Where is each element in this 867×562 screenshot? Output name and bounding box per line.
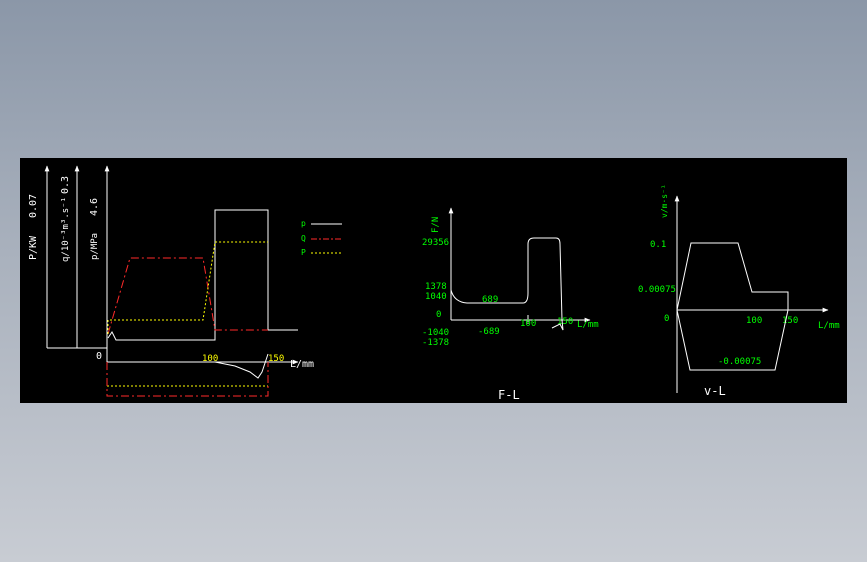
y-0.1: 0.1	[650, 240, 666, 250]
y-1378: 1378	[425, 282, 447, 292]
y-0: 0	[436, 310, 441, 320]
chart-pqp-vs-length: P/KW 0.07 q/10⁻³m³.s⁻¹ 0.3 p/MPa 4.6 0 1…	[28, 165, 342, 397]
y-neg1040: -1040	[422, 328, 449, 338]
caption: F-L	[498, 388, 520, 402]
cad-drawing-canvas: P/KW 0.07 q/10⁻³m³.s⁻¹ 0.3 p/MPa 4.6 0 1…	[20, 158, 847, 403]
x-tick-100: 100	[520, 319, 536, 329]
flow-value: 0.3	[60, 176, 71, 194]
power-axis-label: P/KW	[28, 235, 39, 260]
flow-axis-label: q/10⁻³m³.s⁻¹	[61, 197, 71, 262]
negative-velocity: -0.00075	[718, 357, 761, 367]
x-tick-150: 150	[268, 354, 284, 364]
y-1040: 1040	[425, 292, 447, 302]
x-tick-100: 100	[202, 354, 218, 364]
pressure-curve	[107, 209, 298, 341]
y-0.00075: 0.00075	[638, 285, 676, 295]
chart-force-vs-length: F/N 29356 1378 1040 0 -1040 -1378 689 -6…	[422, 207, 599, 402]
value-neg689: -689	[478, 327, 500, 337]
pressure-axis-label: p/MPa	[90, 233, 100, 260]
caption: v-L	[704, 384, 726, 398]
pressure-value: 4.6	[89, 198, 100, 216]
origin-label: 0	[96, 351, 102, 362]
legend-p-label: p	[301, 219, 306, 228]
y-29356: 29356	[422, 238, 449, 248]
x-axis-label: L/mm	[290, 359, 314, 370]
legend-P-label: P	[301, 248, 306, 257]
x-tick-150: 150	[782, 316, 798, 326]
return-velocity-curve	[676, 309, 789, 371]
x-tick-150: 150	[557, 317, 573, 327]
velocity-curve	[676, 242, 789, 311]
legend-q-label: Q	[301, 234, 306, 243]
legend: p Q P	[301, 219, 342, 257]
chart-velocity-vs-length: v/m·s⁻¹ 0.1 0.00075 0 100 150 L/mm -0.00…	[638, 184, 840, 398]
x-tick-100: 100	[746, 316, 762, 326]
power-value: 0.07	[28, 194, 39, 218]
red-dashed-box	[106, 362, 269, 397]
force-curve	[450, 237, 564, 331]
y-axis-label: v/m·s⁻¹	[660, 184, 669, 218]
flow-curve	[107, 257, 268, 335]
x-axis-label: L/mm	[577, 320, 599, 330]
y-0: 0	[664, 314, 669, 324]
value-689: 689	[482, 295, 498, 305]
y-neg1378: -1378	[422, 338, 449, 348]
y-axis-label: F/N	[431, 217, 441, 233]
x-axis-label: L/mm	[818, 321, 840, 331]
power-curve	[107, 241, 268, 334]
cad-drawing: P/KW 0.07 q/10⁻³m³.s⁻¹ 0.3 p/MPa 4.6 0 1…	[28, 165, 840, 402]
pressure-return-curve	[214, 353, 269, 379]
